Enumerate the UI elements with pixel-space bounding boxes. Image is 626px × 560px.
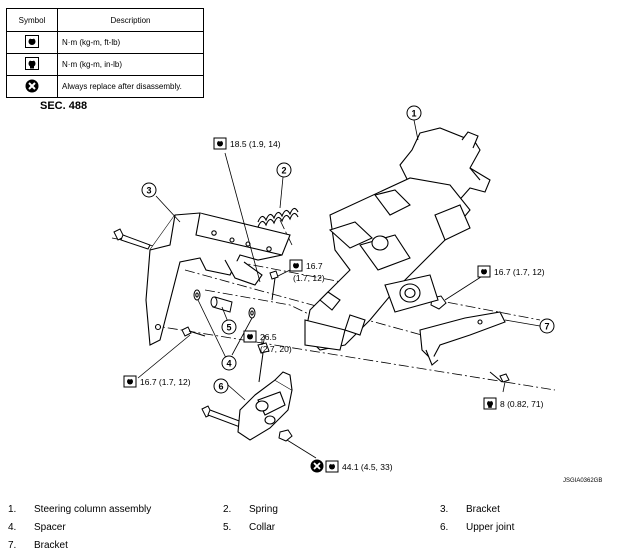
callout-2: 2 [281,166,286,176]
torque-icon [243,330,257,343]
symbol-legend-table: Symbol Description N·m (kg-m, ft-lb) N·m… [6,8,204,98]
torque-spec-16-7-b: 16.7 (1.7, 12) [494,267,545,277]
part-number: 1. [8,504,17,515]
part-name: Spring [249,504,278,515]
callout-4: 4 [226,359,231,369]
torque-nm-kgm-inlb-icon [25,57,39,70]
callout-7: 7 [544,322,549,332]
exploded-view-diagram: 1 2 3 4 5 6 7 18.5 (1.9, 14) 16.7 (1.7, … [111,105,556,473]
callout-circle-6 [213,378,229,394]
part-name: Bracket [34,540,68,551]
bracket-7-drawing [419,311,506,366]
torque-spec-44-1: 44.1 (4.5, 33) [342,462,393,472]
part-name: Collar [249,522,276,533]
torque-icon [289,259,303,272]
torque-icon [477,265,491,278]
callout-circle-1 [406,105,422,121]
part-number: 7. [8,540,17,551]
callout-circle-5 [221,319,237,335]
legend-row-3-text: Always replace after disassembly. [57,75,204,98]
spring-2-drawing [257,207,299,228]
torque-icon [325,460,339,473]
steering-column-assembly-1-drawing [304,127,491,351]
callout-5: 5 [226,323,231,333]
leader-lines [137,119,541,459]
torque-spec-16-7-c: 16.7 (1.7, 12) [140,377,191,387]
torque-spec-8: 8 (0.82, 71) [500,399,544,409]
callout-circle-2 [276,162,292,178]
torque-icon [123,375,137,388]
callout-circle-4 [221,355,237,371]
part-name: Bracket [466,504,500,515]
torque-spec-16-7-a-value: 16.7 [306,261,323,271]
part-number: 5. [223,522,232,533]
callout-3: 3 [146,186,151,196]
part-number: 3. [440,504,449,515]
bracket-3-drawing [145,212,291,346]
torque-spec-18-5: 18.5 (1.9, 14) [230,139,281,149]
upper-joint-6-drawing [237,371,293,441]
spacers-and-collar [193,289,256,319]
torque-spec-26-5-value: 26.5 [260,332,277,342]
torque-nm-kgm-ftlb-icon [25,35,39,48]
section-number: SEC. 488 [40,100,88,112]
torque-spec-26-5-units: (2.7, 20) [260,344,292,354]
part-number: 4. [8,522,17,533]
figure-code: JSGIA0362GB [563,478,603,484]
always-replace-icon [310,459,324,473]
callout-1: 1 [411,109,416,119]
part-name: Upper joint [466,522,515,533]
part-number: 6. [440,522,449,533]
always-replace-icon [25,79,39,92]
callout-circle-7 [539,318,555,334]
part-number: 2. [223,504,232,515]
torque-icon [213,137,227,150]
torque-spec-16-7-a-units: (1.7, 12) [293,273,325,283]
part-name: Steering column assembly [34,504,152,515]
callout-6: 6 [218,382,223,392]
torque-inlb-icon [483,397,497,410]
callout-circle-3 [141,182,157,198]
part-name: Spacer [34,522,66,533]
